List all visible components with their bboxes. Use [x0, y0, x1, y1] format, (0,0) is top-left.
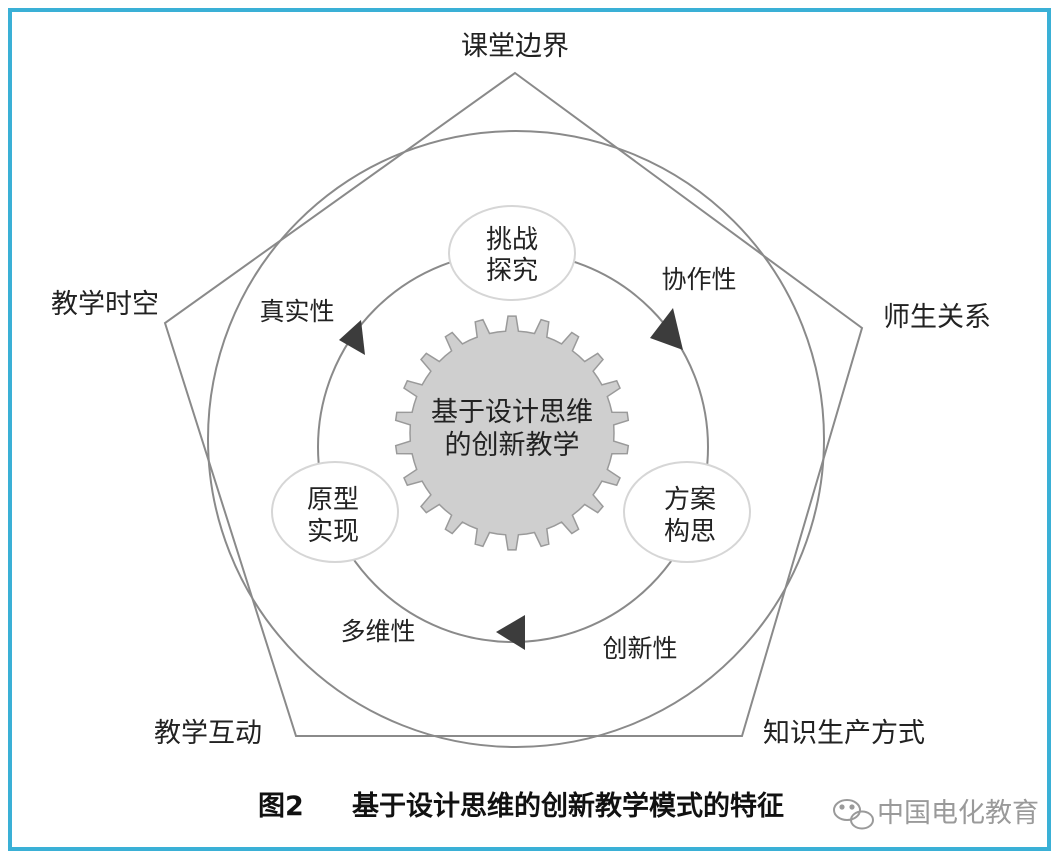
- label-multidimensionality: 多维性: [340, 617, 415, 646]
- center-text-line1: 基于设计思维: [431, 397, 593, 428]
- stage-design-line1: 方案: [664, 485, 716, 515]
- outer-circle: [207, 130, 825, 748]
- cycle-arrow-lower: [496, 615, 525, 650]
- center-text-line2: 的创新教学: [445, 430, 580, 461]
- stage-design-line2: 构思: [664, 517, 716, 547]
- cycle-arrow-upper-left: [339, 320, 365, 355]
- caption-figure-number: 图2: [258, 791, 304, 822]
- wechat-icon: [833, 799, 874, 830]
- watermark-text: 中国电化教育: [877, 798, 1039, 829]
- caption-title: 基于设计思维的创新教学模式的特征: [352, 790, 784, 822]
- label-collaboration: 协作性: [661, 265, 736, 294]
- stage-prototype-line2: 实现: [307, 517, 359, 547]
- label-teaching-interaction: 教学互动: [154, 718, 262, 749]
- stage-prototype-line1: 原型: [307, 485, 359, 515]
- label-authenticity: 真实性: [259, 297, 334, 326]
- stage-challenge-line1: 挑战: [486, 225, 538, 255]
- gear-icon: [394, 315, 630, 551]
- label-classroom-boundary: 课堂边界: [461, 31, 569, 62]
- outer-pentagon: [163, 71, 864, 737]
- stage-bubble-design: [623, 461, 751, 563]
- label-knowledge-production: 知识生产方式: [763, 718, 925, 749]
- cycle-arrow-upper-right: [650, 308, 683, 350]
- label-teacher-student-relation: 师生关系: [883, 302, 991, 333]
- stage-bubble-challenge: [448, 205, 576, 301]
- label-innovation: 创新性: [602, 634, 677, 663]
- label-teaching-space-time: 教学时空: [51, 289, 159, 320]
- stage-challenge-line2: 探究: [486, 256, 538, 286]
- stage-bubble-prototype: [271, 461, 399, 563]
